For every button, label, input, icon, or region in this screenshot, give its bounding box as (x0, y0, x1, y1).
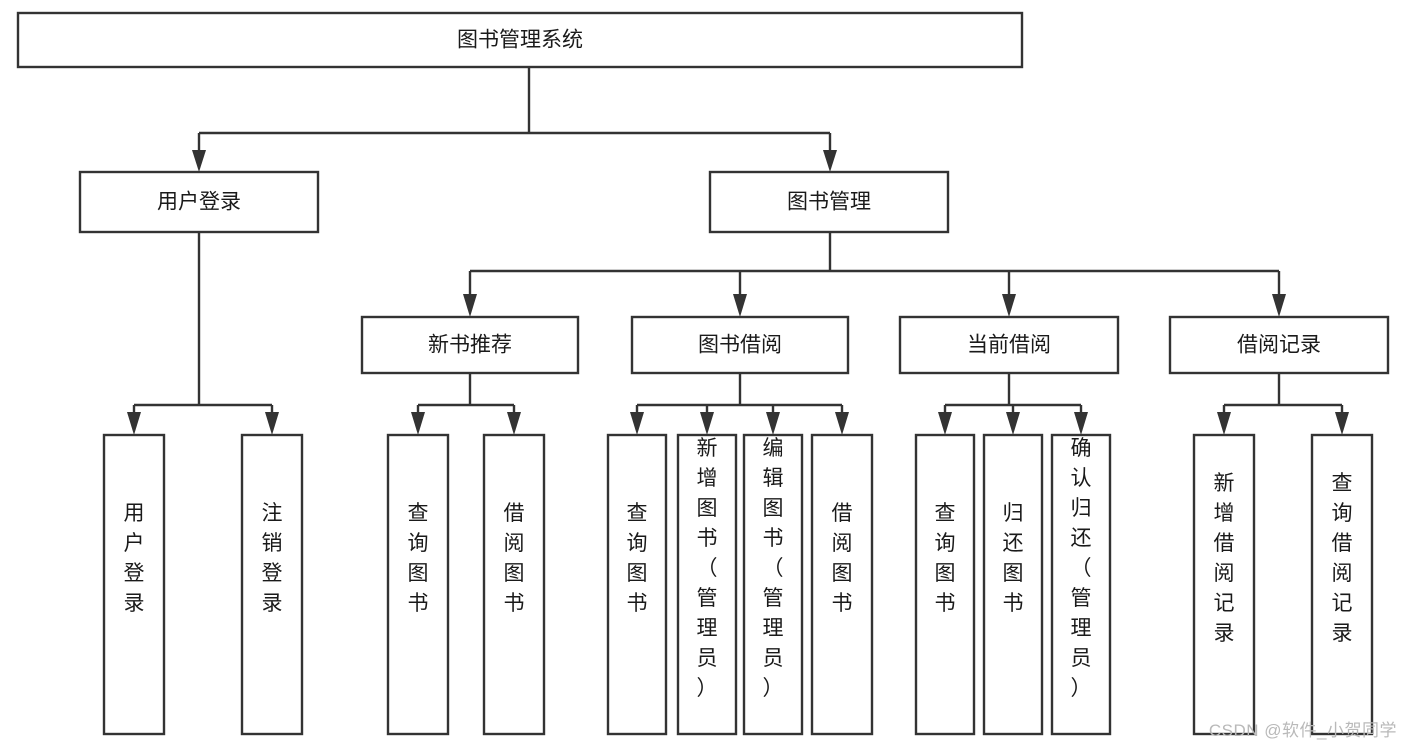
node-leaf-query-record-label: 查询借阅记录 (1332, 472, 1353, 645)
node-leaf-user-login-box[interactable] (102, 433, 166, 736)
arrowhead-leaf-query-book-2 (630, 412, 644, 435)
arrowhead-leaf-add-book (700, 412, 714, 435)
node-leaf-query-book-1-box[interactable] (386, 433, 450, 736)
node-leaf-add-book-label: 新增图书（管理员） (697, 437, 718, 700)
node-current-borrow[interactable]: 当前借阅 (898, 315, 1120, 375)
arrowhead-leaf-edit-book (766, 412, 780, 435)
connector-root-trunk (197, 67, 832, 160)
node-borrow-record-label: 借阅记录 (1237, 334, 1321, 357)
arrowhead-user-login (192, 150, 206, 172)
node-leaf-borrow-book-1-box[interactable] (482, 433, 546, 736)
arrowhead-leaf-user-logout (265, 412, 279, 435)
node-leaf-user-logout[interactable]: 注销登录 (240, 433, 304, 736)
arrowhead-leaf-query-book-1 (411, 412, 425, 435)
node-leaf-add-record-label: 新增借阅记录 (1214, 472, 1235, 645)
connector-new-book-rec-trunk (416, 373, 516, 423)
arrowhead-leaf-add-record (1217, 412, 1231, 435)
arrowhead-leaf-confirm-return (1074, 412, 1088, 435)
node-book-borrow-label: 图书借阅 (698, 334, 782, 357)
arrowhead-book-borrow (733, 294, 747, 317)
node-root-box[interactable] (16, 11, 1024, 69)
arrowhead-leaf-borrow-book-2 (835, 412, 849, 435)
node-leaf-query-book-3-label: 查询图书 (935, 502, 956, 615)
node-leaf-borrow-book-1-label: 借阅图书 (504, 502, 525, 615)
node-leaf-user-logout-label: 注销登录 (262, 502, 283, 615)
arrowhead-borrow-record (1272, 294, 1286, 317)
node-leaf-return-book-label: 归还图书 (1003, 502, 1024, 615)
node-leaf-return-book[interactable]: 归还图书 (982, 433, 1044, 736)
arrowhead-leaf-query-book-3 (938, 412, 952, 435)
node-leaf-edit-book-label: 编辑图书（管理员） (763, 437, 784, 700)
node-book-manage[interactable]: 图书管理 (708, 170, 950, 234)
node-book-manage-box[interactable] (708, 170, 950, 234)
node-leaf-add-book[interactable]: 新增图书（管理员） (676, 433, 738, 736)
node-leaf-query-book-3-box[interactable] (914, 433, 976, 736)
node-book-borrow-box[interactable] (630, 315, 850, 375)
node-leaf-add-record[interactable]: 新增借阅记录 (1192, 433, 1256, 736)
connector-layer (127, 67, 1349, 435)
node-leaf-return-book-box[interactable] (982, 433, 1044, 736)
node-leaf-edit-book-box[interactable] (742, 433, 804, 736)
arrowhead-leaf-user-login (127, 412, 141, 435)
connector-book-manage-trunk (468, 232, 1281, 305)
node-leaf-user-login[interactable]: 用户登录 (102, 433, 166, 736)
node-leaf-user-login-label: 用户登录 (124, 502, 145, 615)
arrowhead-leaf-borrow-book-1 (507, 412, 521, 435)
node-new-book-rec[interactable]: 新书推荐 (360, 315, 580, 375)
node-leaf-edit-book[interactable]: 编辑图书（管理员） (742, 433, 804, 736)
node-leaf-borrow-book-2-label: 借阅图书 (832, 502, 853, 615)
node-root-label: 图书管理系统 (457, 29, 583, 52)
node-borrow-record-box[interactable] (1168, 315, 1390, 375)
node-leaf-query-book-2[interactable]: 查询图书 (606, 433, 668, 736)
node-leaf-confirm-return[interactable]: 确认归还（管理员） (1050, 433, 1112, 736)
arrowhead-current-borrow (1002, 294, 1016, 317)
csdn-watermark: CSDN @软件_小贺同学 (1208, 721, 1397, 740)
node-leaf-query-book-2-box[interactable] (606, 433, 668, 736)
node-leaf-borrow-book-2[interactable]: 借阅图书 (810, 433, 874, 736)
node-leaf-query-book-3[interactable]: 查询图书 (914, 433, 976, 736)
node-leaf-query-book-1-label: 查询图书 (408, 502, 429, 615)
arrowhead-leaf-query-record (1335, 412, 1349, 435)
node-leaf-confirm-return-box[interactable] (1050, 433, 1112, 736)
node-book-borrow[interactable]: 图书借阅 (630, 315, 850, 375)
node-leaf-confirm-return-label: 确认归还（管理员） (1071, 437, 1092, 700)
node-user-login-label: 用户登录 (157, 191, 241, 214)
node-borrow-record[interactable]: 借阅记录 (1168, 315, 1390, 375)
node-leaf-add-book-box[interactable] (676, 433, 738, 736)
node-user-login-box[interactable] (78, 170, 320, 234)
node-leaf-query-record[interactable]: 查询借阅记录 (1310, 433, 1374, 736)
connector-book-borrow-trunk (635, 373, 844, 423)
node-new-book-rec-box[interactable] (360, 315, 580, 375)
node-leaf-user-logout-box[interactable] (240, 433, 304, 736)
node-leaf-borrow-book-1[interactable]: 借阅图书 (482, 433, 546, 736)
node-leaf-borrow-book-2-box[interactable] (810, 433, 874, 736)
connector-borrow-record-trunk (1222, 373, 1344, 423)
node-leaf-query-book-1[interactable]: 查询图书 (386, 433, 450, 736)
node-current-borrow-box[interactable] (898, 315, 1120, 375)
node-leaf-query-book-2-label: 查询图书 (627, 502, 648, 615)
arrowhead-book-manage (823, 150, 837, 172)
arrowhead-leaf-return-book (1006, 412, 1020, 435)
node-leaf-query-record-box[interactable] (1310, 433, 1374, 736)
node-book-manage-label: 图书管理 (787, 191, 871, 214)
node-current-borrow-label: 当前借阅 (967, 334, 1051, 357)
node-new-book-rec-label: 新书推荐 (428, 334, 512, 357)
arrowhead-new-book-rec (463, 294, 477, 317)
node-user-login[interactable]: 用户登录 (78, 170, 320, 234)
node-root[interactable]: 图书管理系统 (16, 11, 1024, 69)
node-leaf-add-record-box[interactable] (1192, 433, 1256, 736)
connector-user-login-trunk (132, 232, 274, 423)
